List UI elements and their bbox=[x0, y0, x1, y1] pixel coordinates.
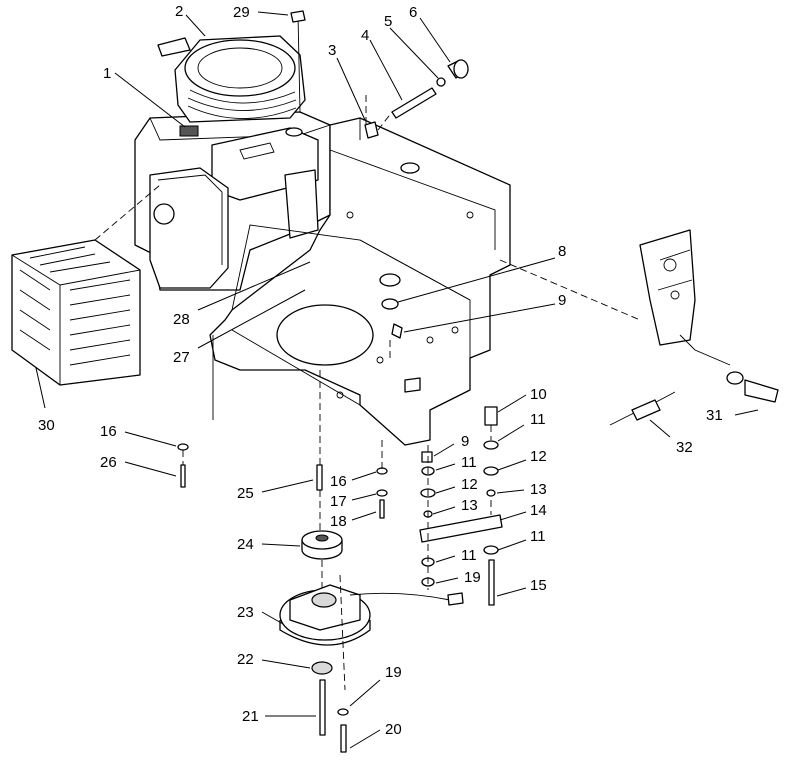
hardware-stack-left bbox=[177, 370, 388, 530]
muffler-guard bbox=[11, 184, 161, 386]
callout-16b: 16 bbox=[330, 473, 347, 490]
pulley-and-clutch bbox=[279, 530, 464, 753]
callout-8: 8 bbox=[558, 243, 566, 260]
callout-16a: 16 bbox=[100, 423, 117, 440]
control-bracket bbox=[499, 229, 779, 426]
callout-14: 14 bbox=[530, 502, 547, 519]
starter-handle bbox=[157, 37, 191, 57]
callout-20: 20 bbox=[385, 721, 402, 738]
callout-13b: 13 bbox=[461, 497, 478, 514]
callout-15: 15 bbox=[530, 577, 547, 594]
callout-layer: 1 2 29 5 6 4 3 8 9 28 27 30 10 11 9 11 1 bbox=[35, 3, 759, 749]
callout-27: 27 bbox=[173, 349, 190, 366]
part-29 bbox=[290, 10, 306, 23]
callout-11b: 11 bbox=[461, 454, 477, 471]
callout-9a: 9 bbox=[558, 292, 566, 309]
callout-3: 3 bbox=[328, 42, 336, 59]
callout-2: 2 bbox=[175, 3, 183, 20]
callout-28: 28 bbox=[173, 311, 190, 328]
callout-4: 4 bbox=[361, 27, 369, 44]
callout-9b: 9 bbox=[461, 433, 469, 450]
callout-13a: 13 bbox=[530, 481, 547, 498]
callout-11d: 11 bbox=[461, 547, 477, 564]
decal-1 bbox=[179, 125, 199, 137]
callout-11c: 11 bbox=[530, 528, 546, 545]
linkage-stack bbox=[381, 298, 503, 606]
callout-24: 24 bbox=[237, 536, 254, 553]
callout-25: 25 bbox=[237, 485, 254, 502]
callout-11a: 11 bbox=[530, 411, 546, 428]
callout-21: 21 bbox=[242, 708, 259, 725]
callout-22: 22 bbox=[237, 651, 254, 668]
callout-30: 30 bbox=[38, 417, 55, 434]
mounting-frame bbox=[209, 117, 511, 446]
callout-19a: 19 bbox=[464, 569, 481, 586]
callout-17: 17 bbox=[330, 493, 347, 510]
callout-26: 26 bbox=[100, 454, 117, 471]
shaft-parts bbox=[365, 59, 469, 131]
callout-19b: 19 bbox=[385, 664, 402, 681]
air-filter-housing bbox=[149, 167, 229, 289]
callout-23: 23 bbox=[237, 604, 254, 621]
callout-12b: 12 bbox=[461, 476, 478, 493]
engine-assembly bbox=[134, 10, 331, 291]
callout-32: 32 bbox=[676, 439, 693, 456]
callout-12a: 12 bbox=[530, 448, 547, 465]
callout-29: 29 bbox=[233, 4, 250, 21]
link-arm-14 bbox=[419, 514, 503, 543]
callout-1: 1 bbox=[103, 65, 111, 82]
callout-31: 31 bbox=[706, 407, 723, 424]
callout-5: 5 bbox=[384, 13, 392, 30]
callout-18: 18 bbox=[330, 513, 347, 530]
callout-6: 6 bbox=[409, 4, 417, 21]
callout-10: 10 bbox=[530, 386, 547, 403]
